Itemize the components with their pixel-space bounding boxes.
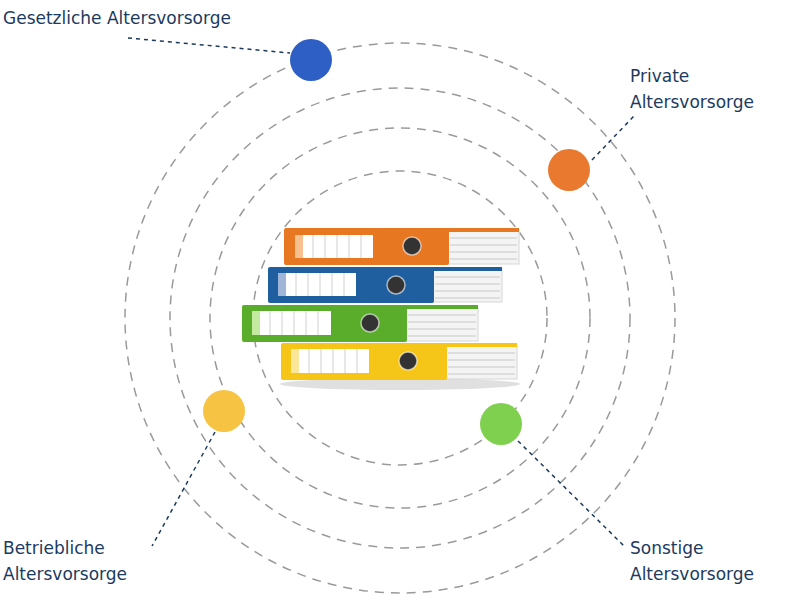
orbit-dot (480, 403, 522, 445)
orbit-ring (125, 43, 675, 593)
category-label: Private Altersvorsorge (630, 63, 780, 115)
orbit-ring (170, 88, 630, 548)
orbit-rings (125, 43, 675, 593)
binder (268, 267, 502, 303)
leader-line (518, 441, 624, 546)
orbit-dot (203, 390, 245, 432)
orbit-dot (290, 39, 332, 81)
binder (284, 228, 519, 265)
orbit-dot (548, 149, 590, 191)
leader-line (152, 432, 215, 546)
category-label: Gesetzliche Altersvorsorge (3, 5, 333, 31)
leader-line (128, 38, 290, 53)
binder (242, 305, 478, 342)
binder (281, 343, 517, 380)
leader-line (592, 116, 634, 160)
category-label: Sonstige Altersvorsorge (630, 535, 780, 587)
orbit-ring (210, 128, 590, 508)
category-label: Betriebliche Altersvorsorge (3, 535, 163, 587)
leader-lines (128, 38, 634, 546)
